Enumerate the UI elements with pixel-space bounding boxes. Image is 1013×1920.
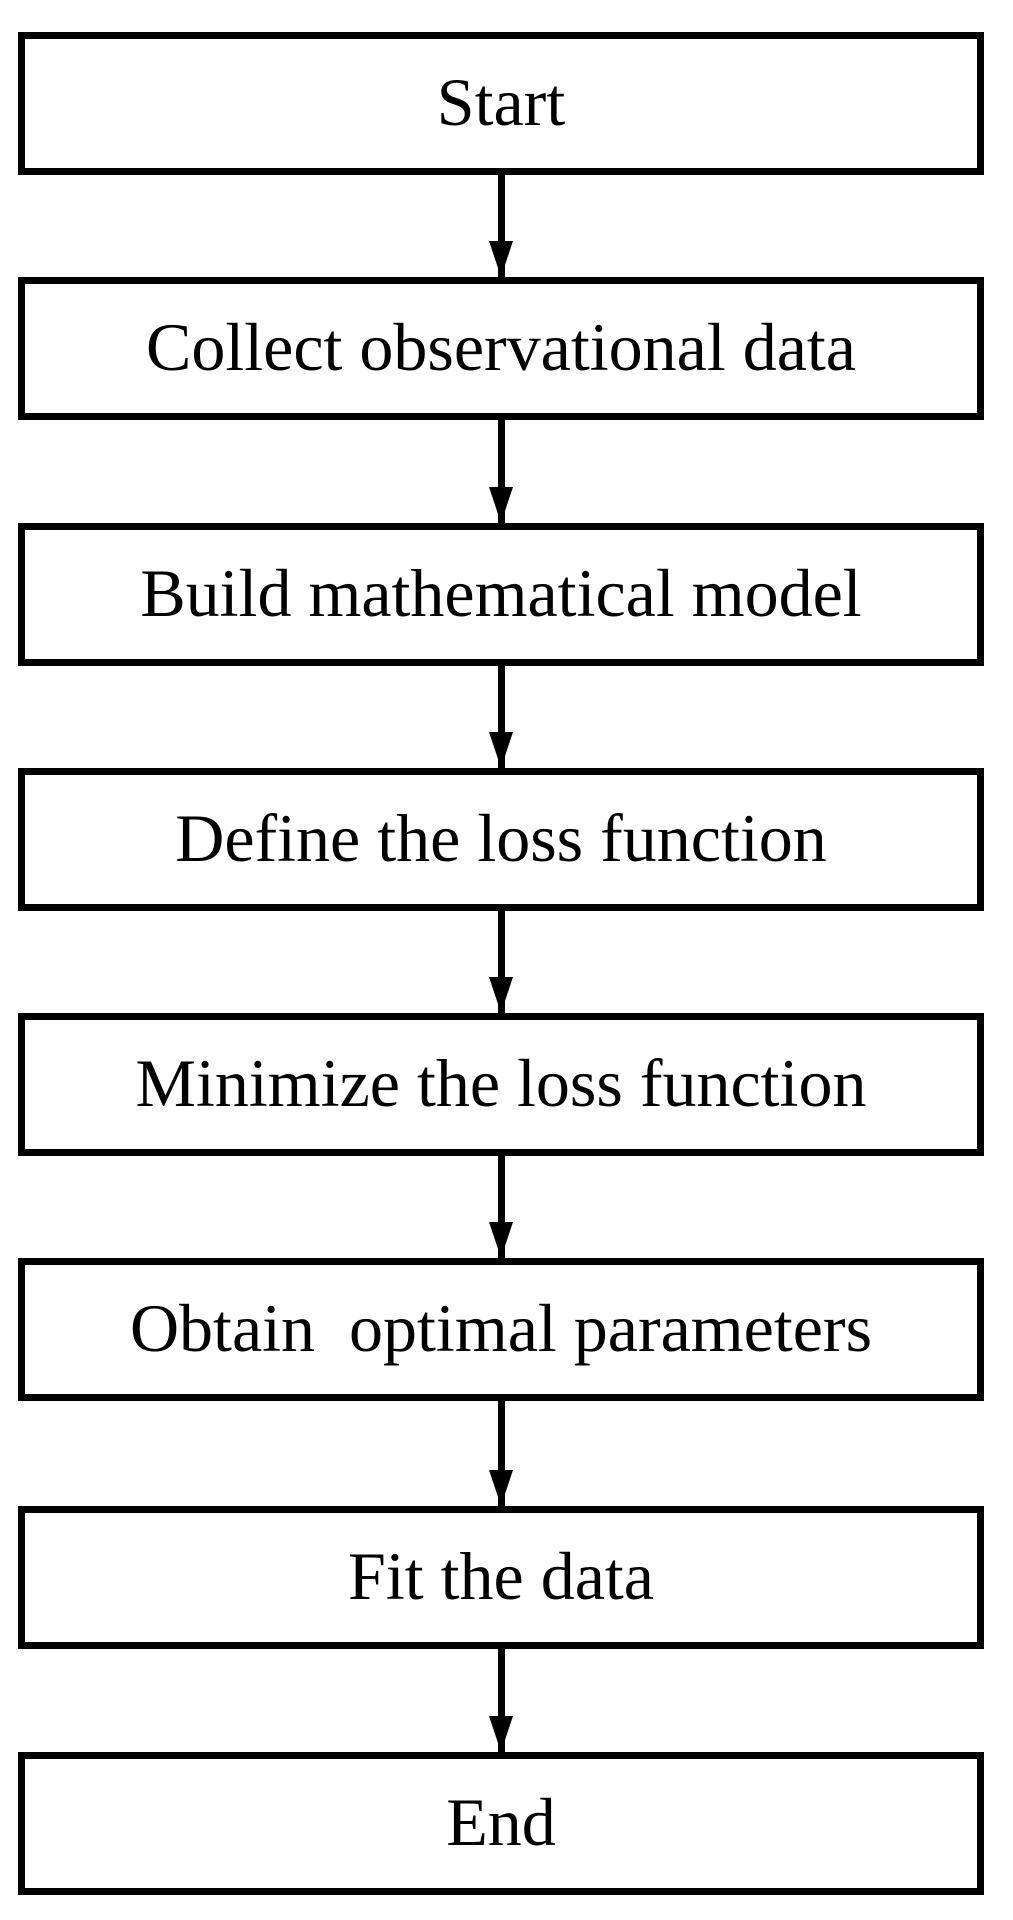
down-arrow-icon [489, 241, 513, 277]
down-arrow-icon [489, 732, 513, 768]
arrow-shaft [498, 1401, 505, 1506]
flow-node-label: Fit the data [348, 1537, 654, 1614]
flow-arrow-build-to-define-loss [489, 666, 513, 768]
flow-node-collect[interactable]: Collect observational data [18, 277, 984, 420]
flow-node-define-loss[interactable]: Define the loss function [18, 768, 984, 911]
arrow-shaft [498, 175, 505, 277]
flow-node-obtain[interactable]: Obtain optimal parameters [18, 1258, 984, 1401]
flow-node-label: Collect observational data [146, 308, 856, 385]
flow-arrow-minimize-to-obtain [489, 1156, 513, 1258]
flow-arrow-define-loss-to-minimize [489, 911, 513, 1013]
down-arrow-icon [489, 977, 513, 1013]
flow-node-end[interactable]: End [18, 1752, 984, 1895]
flow-node-start[interactable]: Start [18, 32, 984, 175]
down-arrow-icon [489, 1222, 513, 1258]
flow-node-fit[interactable]: Fit the data [18, 1506, 984, 1649]
flow-node-build[interactable]: Build mathematical model [18, 523, 984, 666]
flow-node-label: Obtain optimal parameters [129, 1289, 873, 1366]
flow-arrow-collect-to-build [489, 420, 513, 523]
flow-node-label: Define the loss function [175, 799, 827, 876]
flow-node-label: End [446, 1783, 556, 1860]
flow-node-label: Start [436, 63, 566, 140]
flow-node-label: Build mathematical model [140, 554, 862, 631]
arrow-shaft [498, 911, 505, 1013]
down-arrow-icon [489, 1716, 513, 1752]
arrow-shaft [498, 420, 505, 523]
down-arrow-icon [489, 1470, 513, 1506]
flow-node-label: Minimize the loss function [135, 1044, 867, 1121]
down-arrow-icon [489, 487, 513, 523]
arrow-shaft [498, 1156, 505, 1258]
flow-arrow-fit-to-end [489, 1649, 513, 1752]
arrow-shaft [498, 1649, 505, 1752]
arrow-shaft [498, 666, 505, 768]
flow-arrow-obtain-to-fit [489, 1401, 513, 1506]
flow-node-minimize[interactable]: Minimize the loss function [18, 1013, 984, 1156]
flow-arrow-start-to-collect [489, 175, 513, 277]
